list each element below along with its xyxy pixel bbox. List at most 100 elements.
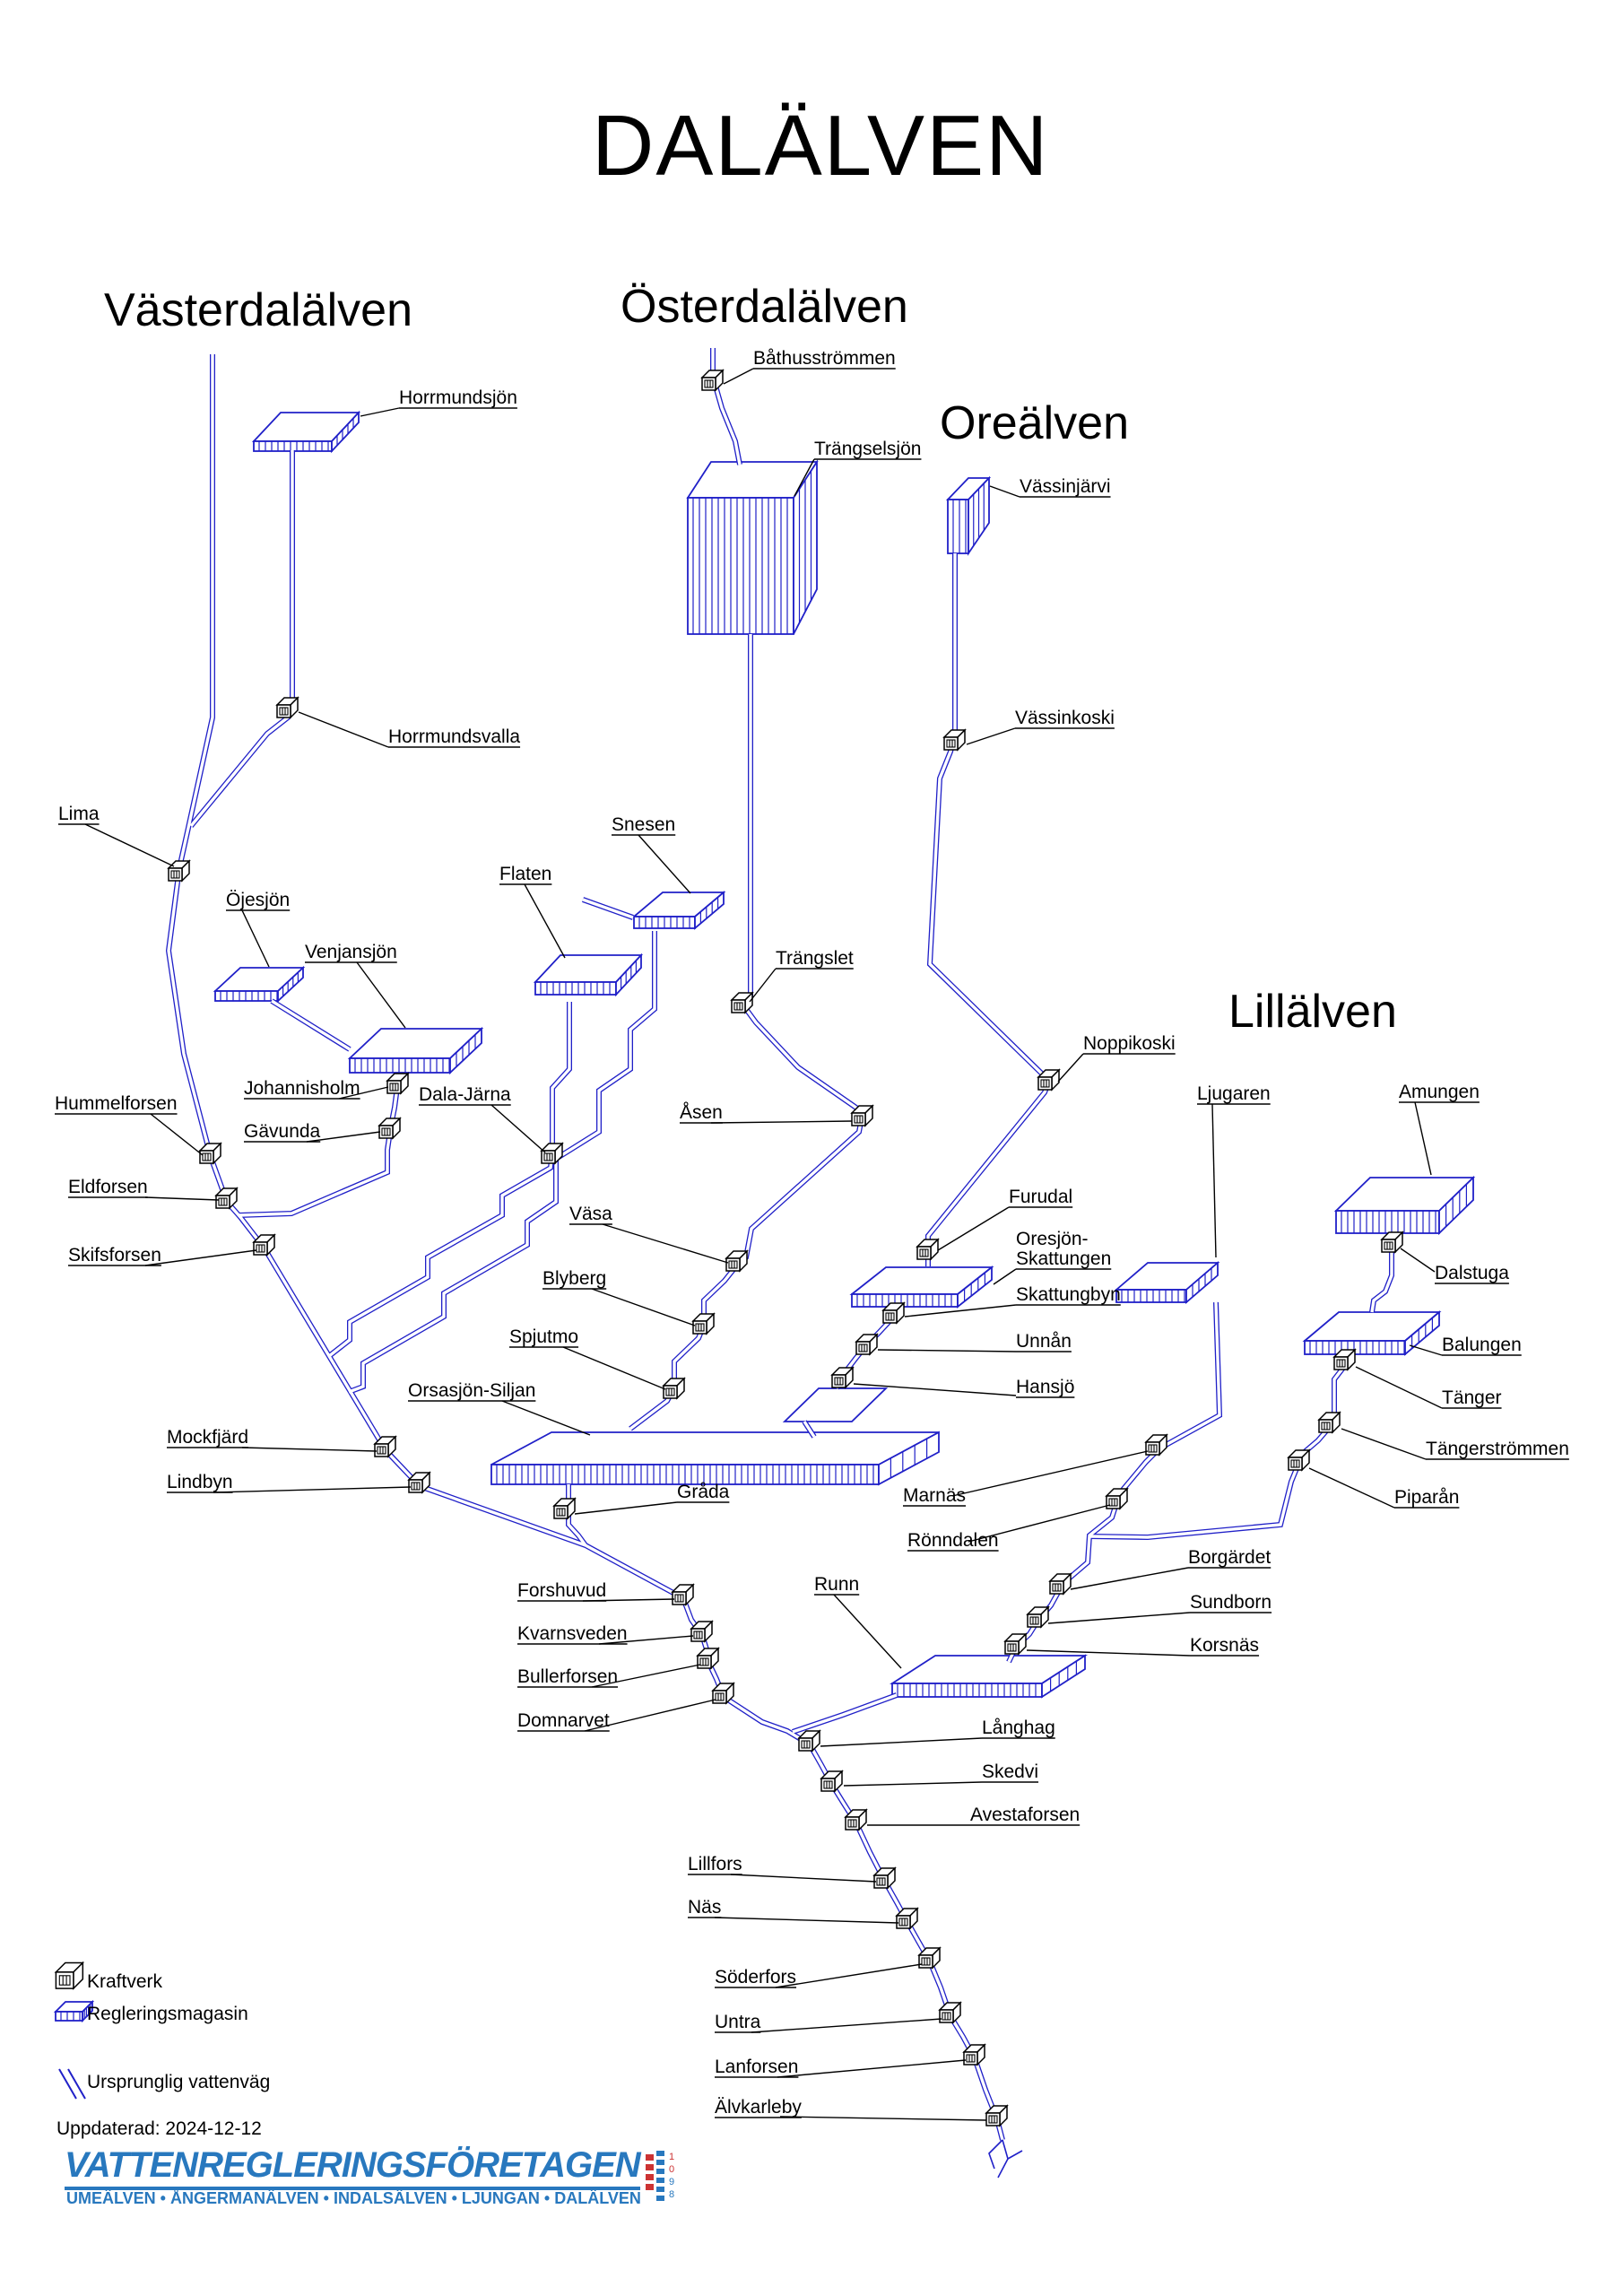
leader-trangslet [749,968,777,1003]
leader-nas [714,1917,899,1924]
svg-text:0: 0 [669,2164,674,2175]
plant-lima-icon [167,859,191,883]
plant-gavunda-icon [378,1117,402,1140]
label-text-spjutmo: Spjutmo [509,1326,578,1347]
label-langhag: Långhag [820,1718,1055,1747]
leader-dala-jarna [490,1104,546,1153]
plant-ronndalen-icon [1105,1487,1129,1510]
label-hummelforsen: Hummelforsen [55,1093,204,1156]
plant-sundborn-icon [1026,1605,1050,1629]
leader-flaten [524,883,566,959]
label-vassinkoski: Vässinkoski [966,708,1115,745]
leader-blyberg [591,1288,696,1326]
label-forshuvud: Forshuvud [517,1580,675,1602]
label-text-runn: Runn [814,1574,859,1595]
label-text-blyberg: Blyberg [542,1268,606,1289]
label-text-domnarvet: Domnarvet [517,1710,610,1731]
heading-lillalven: Lillälven [1228,986,1397,1038]
reservoir-ojesjon [213,965,306,1004]
leader-eldforsen [144,1196,220,1201]
leader-borgardet [1070,1567,1189,1590]
label-text2-oresjon-skattungen: Skattungen [1016,1248,1111,1269]
plant-lillfors-icon [872,1866,897,1890]
label-avestaforsen: Avestaforsen [867,1805,1081,1826]
leader-korsnas [1026,1649,1191,1657]
plant-grada-icon [552,1497,577,1520]
channel-horrmund-outflow [188,450,295,828]
label-text-dala-jarna: Dala-Järna [419,1084,511,1105]
label-hansjo: Hansjö [853,1377,1075,1398]
leader-tanger [1355,1366,1443,1409]
label-text-vasa: Väsa [569,1204,612,1224]
label-tanger: Tänger [1355,1366,1502,1409]
label-vasa: Väsa [569,1204,729,1264]
plant-bathusstrommen-icon [700,369,725,392]
leader-mockfjard [241,1447,378,1452]
label-dalstuga: Dalstuga [1400,1248,1509,1284]
label-text-nas: Näs [688,1897,721,1918]
label-text-gavunda: Gävunda [244,1121,321,1142]
plant-avestaforsen-icon [844,1808,868,1831]
leader-vassinkoski [966,727,1016,745]
leader-snesen [638,834,691,894]
leader-furudal [937,1206,1010,1251]
label-mockfjard: Mockfjärd [167,1427,378,1452]
plant-blyberg-icon [691,1312,716,1335]
label-asen: Åsen [680,1102,853,1124]
reservoir-venjansjon [347,1026,484,1075]
logo-mark-icon: 1 0 9 8 [645,2151,674,2201]
leader-kvarnsveden [598,1635,694,1645]
label-skifsforsen: Skifsforsen [68,1245,257,1266]
label-korsnas: Korsnäs [1026,1635,1260,1657]
lake-hansjo-lake [782,1387,889,1422]
plant-eldforsen-icon [214,1187,239,1210]
label-amungen: Amungen [1399,1082,1480,1176]
heading-osterdalalven: Österdalälven [621,281,908,333]
label-text-orsasjon-siljan: Orsasjön-Siljan [408,1380,535,1401]
label-bullerforsen: Bullerforsen [517,1664,701,1688]
leader-runn [833,1594,902,1669]
label-text-venjansjon: Venjansjön [305,942,397,962]
river-mouth-line [997,2139,1009,2179]
reservoir-ljugaren [1114,1261,1220,1304]
heading-orealven: Oreälven [940,397,1129,449]
reservoir-oresjon-skattungen [849,1265,994,1309]
label-lillfors: Lillfors [688,1854,877,1883]
plant-vassinkoski-icon [942,728,967,752]
reservoir-amungen [1333,1175,1476,1236]
label-text-bullerforsen: Bullerforsen [517,1666,618,1687]
leader-lindbyn [213,1486,412,1493]
leader-unnan [877,1349,1017,1352]
label-johannisholm: Johannisholm [244,1078,389,1100]
label-text-lindbyn: Lindbyn [167,1472,233,1492]
label-text-lanforsen: Lanforsen [715,2057,798,2077]
svg-text:9: 9 [669,2177,674,2187]
label-sundborn: Sundborn [1047,1592,1272,1624]
river-mouth-line [1007,2150,1023,2160]
plant-domnarvet-icon [711,1682,735,1705]
leader-alvkarleby [779,2116,987,2121]
leader-hummelforsen [150,1113,204,1156]
leader-amungen [1414,1101,1432,1176]
plant-hummelforsen-icon [198,1142,222,1165]
leader-piparan [1308,1467,1395,1509]
plant-furudal-icon [916,1238,940,1261]
label-skattungbyn: Skattungbyn [904,1284,1121,1318]
reservoir-horrmundsjon [251,410,361,454]
layer-labels: BåthusströmmenHorrmundsvallaLimaHummelfo… [55,348,1569,2121]
plant-johannisholm-icon [386,1072,410,1095]
layer-plants [167,369,1404,2127]
label-text-oresjon-skattungen: Oresjön- [1016,1229,1089,1249]
label-vassinjarvi: Vässinjärvi [989,476,1111,498]
label-text-amungen: Amungen [1399,1082,1480,1102]
label-text-vassinkoski: Vässinkoski [1015,708,1115,728]
label-runn: Runn [814,1574,902,1669]
leader-bathusstrommen [723,368,754,385]
plant-lanforsen-icon [962,2043,986,2066]
label-text-noppikoski: Noppikoski [1083,1033,1176,1054]
legend-kraftverk-icon [54,1961,85,1990]
leader-domnarvet [584,1699,716,1732]
label-text-snesen: Snesen [612,814,675,835]
leader-lanforsen [777,2059,967,2078]
channel-snesen-branch [347,931,657,1395]
